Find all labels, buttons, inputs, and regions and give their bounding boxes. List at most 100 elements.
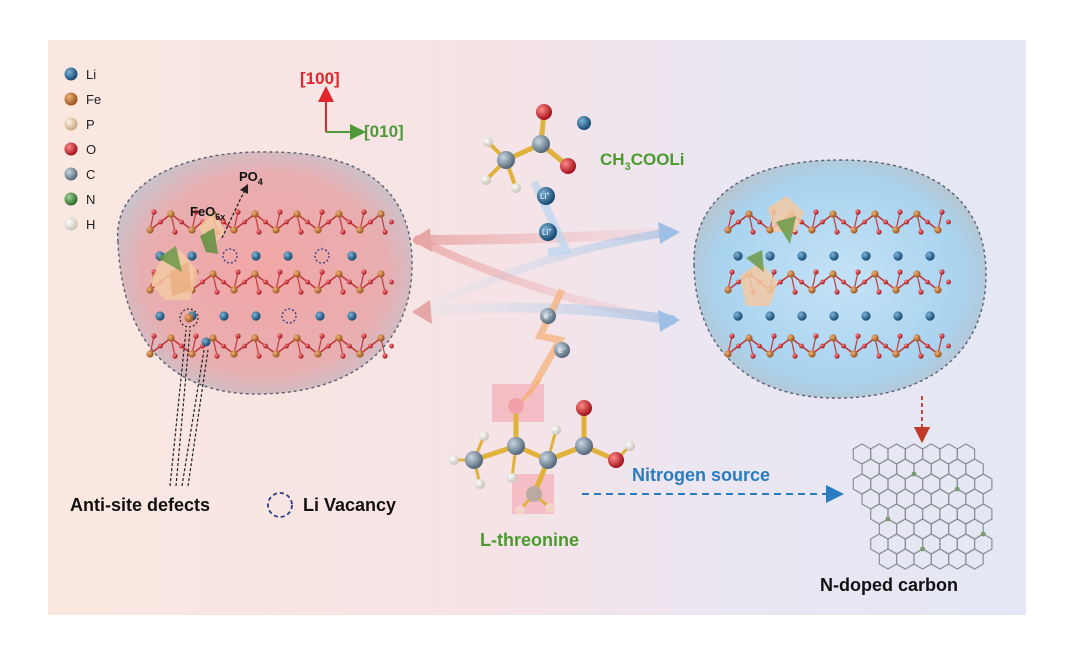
fe-atom [230, 286, 238, 294]
o-atom [757, 219, 762, 225]
fe-atom [829, 270, 837, 278]
arrowhead-blue-lower [658, 310, 680, 332]
o-atom [221, 219, 226, 225]
fe-atom [913, 270, 921, 278]
oxygen-atom [536, 104, 552, 120]
legend-label-fe: Fe [86, 92, 101, 107]
o-atom [242, 279, 247, 285]
fe-atom [892, 286, 900, 294]
o-atom [918, 353, 924, 359]
fe-atom [871, 270, 879, 278]
fe-atom [829, 334, 837, 342]
o-atom [841, 343, 846, 349]
o-atom [813, 333, 819, 339]
o-atom [883, 279, 888, 285]
hydrogen-atom [511, 183, 521, 193]
o-atom [256, 289, 262, 295]
o-atom [382, 229, 388, 235]
li-atom [283, 251, 293, 261]
o-atom [862, 343, 867, 349]
fe-atom [850, 350, 858, 358]
o-atom [263, 219, 268, 225]
o-atom [200, 279, 205, 285]
arrowhead-blue-upper [658, 222, 680, 244]
fe-atom [377, 270, 385, 278]
fe-atom [272, 226, 280, 234]
o-atom [151, 333, 157, 339]
legend-label-n: N [86, 192, 95, 207]
o-atom [736, 219, 741, 225]
o-atom [820, 279, 825, 285]
carbon-hexagon [930, 548, 950, 570]
o-atom [158, 219, 163, 225]
li-atom [347, 311, 357, 321]
nitrogen-atom [526, 486, 542, 502]
li-atom [733, 251, 743, 261]
li-atom [797, 251, 807, 261]
o-atom [319, 269, 325, 275]
li-ion-label: Li+ [542, 228, 552, 237]
legend-swatch-o [64, 142, 78, 156]
arrowhead-red-upper [412, 228, 432, 252]
axis-010-label: [010] [364, 122, 404, 141]
fe-atom [934, 286, 942, 294]
o-atom [897, 209, 903, 215]
o-atom [347, 219, 352, 225]
li-atom [925, 311, 935, 321]
fe-atom [808, 350, 816, 358]
fe-atom [850, 226, 858, 234]
fe-atom [356, 350, 364, 358]
o-atom [876, 353, 882, 359]
nitrogen-source-label: Nitrogen source [632, 465, 770, 485]
o-atom [179, 219, 184, 225]
o-atom [256, 229, 262, 235]
li-vacancy-legend-icon [267, 492, 293, 518]
o-atom [277, 209, 283, 215]
fe-atom [892, 350, 900, 358]
po4-tetrahedron-top [200, 228, 218, 254]
li-atom [829, 251, 839, 261]
o-atom [151, 209, 157, 215]
o-atom [862, 219, 867, 225]
li-vacancy-marker [222, 248, 238, 264]
o-atom [736, 279, 741, 285]
carbon-atom [575, 437, 593, 455]
carbon-hexagon [965, 548, 984, 570]
lithium-acetate-molecule: CH3COOLi [481, 104, 685, 193]
o-atom [221, 343, 226, 349]
o-atom [242, 219, 247, 225]
fe-atom [934, 350, 942, 358]
fe-atom [787, 270, 795, 278]
fe-atom [377, 334, 385, 342]
l-threonine-molecule: L-threonine [449, 379, 635, 550]
o-atom [750, 353, 756, 359]
l-threonine-label: L-threonine [480, 530, 579, 550]
hydrogen-atom [483, 137, 493, 147]
o-atom [736, 343, 741, 349]
fe-atom [251, 210, 259, 218]
o-atom [305, 343, 310, 349]
carbon-atom [532, 135, 550, 153]
carbon-atom [539, 451, 557, 469]
electron [540, 308, 556, 324]
anti-site-defects-label: Anti-site defects [70, 495, 210, 515]
fe-atom [209, 270, 217, 278]
electron-flow: e− e− [524, 288, 570, 398]
oxygen-atom [608, 452, 624, 468]
legend-swatch-h [64, 217, 78, 231]
li-atom [861, 311, 871, 321]
o-atom [939, 209, 945, 215]
legend-swatch-n [64, 192, 78, 206]
hydrogen-atom [479, 431, 489, 441]
o-atom [340, 353, 346, 359]
fe-atom [251, 270, 259, 278]
lithium-atom [577, 116, 591, 130]
legend-label-p: P [86, 117, 95, 132]
o-atom [193, 333, 199, 339]
o-atom [778, 279, 783, 285]
o-atom [326, 279, 331, 285]
hydrogen-atom [475, 479, 485, 489]
fe-atom [188, 226, 196, 234]
fe-atom [808, 286, 816, 294]
